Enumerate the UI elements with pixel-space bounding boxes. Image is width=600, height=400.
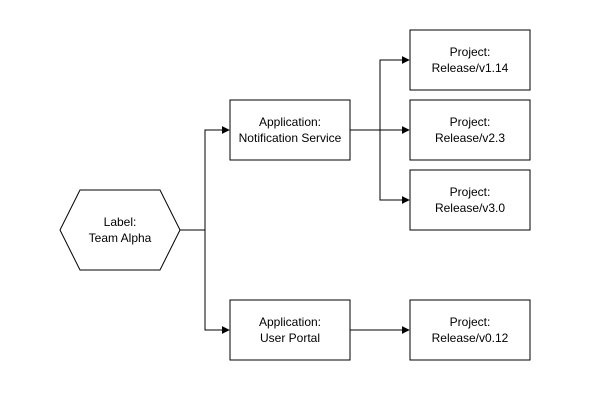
connector-notification-to-v1-14	[350, 56, 410, 131]
application-title: Application:	[259, 115, 321, 129]
project-node-release-v2-3[interactable]: Project: Release/v2.3	[409, 99, 531, 161]
connector-label-to-notification-service	[180, 126, 230, 231]
connectors-label-to-apps	[180, 126, 230, 334]
connector-label-to-user-portal	[204, 230, 230, 334]
project-name: Release/v2.3	[435, 131, 505, 145]
project-box	[409, 29, 531, 91]
application-node-user-portal[interactable]: Application: User Portal	[229, 299, 351, 361]
application-name: Notification Service	[239, 131, 342, 145]
project-box	[409, 299, 531, 361]
application-name: User Portal	[260, 331, 320, 345]
project-box	[409, 169, 531, 231]
project-title: Project:	[450, 315, 491, 329]
project-node-release-v3-0[interactable]: Project: Release/v3.0	[409, 169, 531, 231]
project-node-release-v0-12[interactable]: Project: Release/v0.12	[409, 299, 531, 361]
label-hexagon-shape	[59, 189, 181, 271]
application-title: Application:	[259, 315, 321, 329]
label-node-value: Team Alpha	[89, 231, 152, 245]
project-name: Release/v1.14	[432, 61, 509, 75]
project-title: Project:	[450, 115, 491, 129]
project-title: Project:	[450, 185, 491, 199]
connector-notification-to-v3-0	[379, 130, 410, 204]
connectors-notification-to-projects	[350, 56, 410, 204]
application-box	[229, 299, 351, 361]
label-node[interactable]: Label: Team Alpha	[59, 189, 181, 271]
project-title: Project:	[450, 45, 491, 59]
label-node-title: Label:	[104, 215, 137, 229]
project-name: Release/v3.0	[435, 201, 505, 215]
project-node-release-v1-14[interactable]: Project: Release/v1.14	[409, 29, 531, 91]
application-box	[229, 99, 351, 161]
project-name: Release/v0.12	[432, 331, 509, 345]
application-node-notification-service[interactable]: Application: Notification Service	[229, 99, 351, 161]
project-box	[409, 99, 531, 161]
